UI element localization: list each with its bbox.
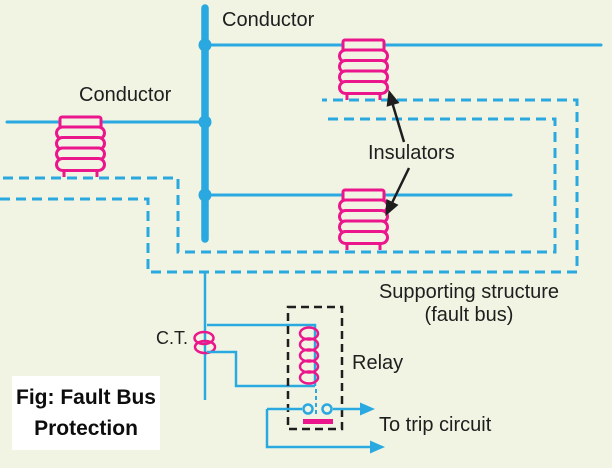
insulators-label: Insulators: [368, 142, 455, 164]
ct-symbol: [193, 330, 217, 355]
structure-outer-dashed-path: [0, 98, 579, 274]
junction-dot: [198, 188, 212, 202]
ct-secondary-wires: [207, 323, 317, 388]
figure-caption: Fig: Fault Bus Protection: [12, 376, 160, 450]
insulators-pointer-arrows: [385, 89, 411, 217]
supporting-structure-label: Supporting structure (fault bus): [358, 281, 580, 327]
insulator-top-right: [338, 38, 389, 102]
contact-point-left: [302, 403, 314, 415]
relay-contacts: [267, 403, 361, 415]
ct-label: C.T.: [156, 328, 189, 348]
bus-junction-dots: [198, 38, 212, 202]
figure-caption-line2: Protection: [34, 417, 138, 440]
arrow-line-lower: [389, 167, 411, 206]
junction-dot: [198, 38, 212, 52]
insulator-bottom-right: [338, 188, 389, 252]
fault-bus-structure-outline: [0, 98, 579, 274]
to-trip-circuit-label: To trip circuit: [379, 414, 492, 436]
relay-moving-contact-bar: [303, 419, 333, 424]
relay-label: Relay: [352, 352, 404, 374]
insulator-left: [55, 115, 106, 179]
ct-loop-lower: [193, 339, 217, 355]
relay-coil: [298, 326, 320, 385]
conductor-top-label: Conductor: [222, 9, 315, 31]
relay-dashed-box: [286, 305, 344, 431]
arrow-line-upper: [390, 101, 406, 143]
structure-inner-dashed-path: [3, 117, 557, 254]
trip-arrow-head-upper-icon: [360, 402, 375, 416]
supporting-structure-line2: (fault bus): [424, 304, 514, 326]
contact-point-right: [321, 403, 333, 415]
supporting-structure-line1: Supporting structure: [378, 281, 560, 303]
figure-caption-line1: Fig: Fault Bus: [16, 386, 156, 409]
trip-loop-wire: [265, 409, 370, 449]
junction-dot: [198, 115, 212, 129]
trip-circuit-leads: [265, 402, 385, 454]
conductor-left-label: Conductor: [79, 84, 172, 106]
ct-wire-top: [207, 323, 317, 386]
trip-arrow-head-lower-icon: [370, 440, 385, 454]
ct-wire-bottom: [207, 350, 315, 388]
arrow-head-lower-icon: [385, 199, 399, 217]
ct-loop-upper: [193, 330, 215, 346]
arrow-head-upper-icon: [386, 89, 400, 107]
